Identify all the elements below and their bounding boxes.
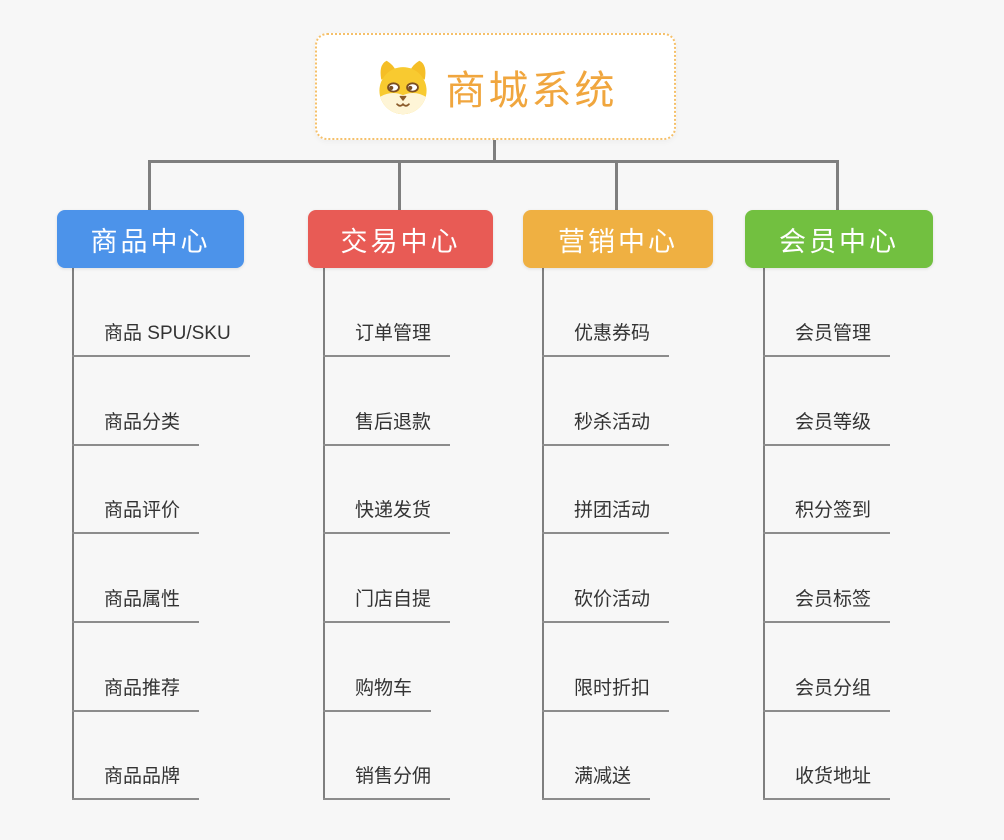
branch-node-member-center[interactable]: 会员中心 (745, 210, 933, 268)
branch-trunk (542, 268, 544, 800)
leaf-item[interactable]: 积分签到 (763, 496, 891, 534)
branch-node-product-center[interactable]: 商品中心 (57, 210, 244, 268)
leaf-item[interactable]: 商品属性 (72, 585, 200, 623)
leaf-item[interactable]: 商品评价 (72, 496, 200, 534)
dog-face-icon (374, 58, 432, 116)
leaf-item[interactable]: 会员等级 (763, 408, 891, 446)
connector-branch-stub (398, 160, 401, 212)
connector-bus (148, 160, 839, 163)
leaf-item[interactable]: 会员管理 (763, 319, 891, 357)
leaf-item[interactable]: 商品分类 (72, 408, 200, 446)
leaf-item[interactable]: 会员标签 (763, 585, 891, 623)
leaf-item[interactable]: 购物车 (323, 674, 432, 712)
branch-node-marketing-center[interactable]: 营销中心 (523, 210, 713, 268)
leaf-item[interactable]: 优惠券码 (542, 319, 670, 357)
branch-node-trade-center[interactable]: 交易中心 (308, 210, 493, 268)
connector-branch-stub (836, 160, 839, 212)
leaf-item[interactable]: 售后退款 (323, 408, 451, 446)
leaf-item[interactable]: 门店自提 (323, 585, 451, 623)
branch-trunk (763, 268, 765, 800)
branch-trunk (72, 268, 74, 800)
leaf-item[interactable]: 秒杀活动 (542, 408, 670, 446)
leaf-item[interactable]: 商品推荐 (72, 674, 200, 712)
root-title: 商城系统 (445, 68, 618, 113)
leaf-item[interactable]: 销售分佣 (323, 762, 451, 800)
leaf-item[interactable]: 商品 SPU/SKU (72, 319, 250, 357)
root-node[interactable]: 商城系统 (315, 33, 676, 140)
connector-root-stub (493, 138, 496, 162)
connector-branch-stub (615, 160, 618, 212)
leaf-item[interactable]: 限时折扣 (542, 674, 670, 712)
leaf-item[interactable]: 会员分组 (763, 674, 891, 712)
leaf-item[interactable]: 砍价活动 (542, 585, 670, 623)
leaf-item[interactable]: 收货地址 (763, 762, 891, 800)
leaf-item[interactable]: 快递发货 (323, 496, 451, 534)
branch-trunk (323, 268, 325, 800)
leaf-item[interactable]: 订单管理 (323, 319, 451, 357)
connector-branch-stub (148, 160, 151, 212)
leaf-item[interactable]: 满减送 (542, 762, 651, 800)
leaf-item[interactable]: 商品品牌 (72, 762, 200, 800)
leaf-item[interactable]: 拼团活动 (542, 496, 670, 534)
